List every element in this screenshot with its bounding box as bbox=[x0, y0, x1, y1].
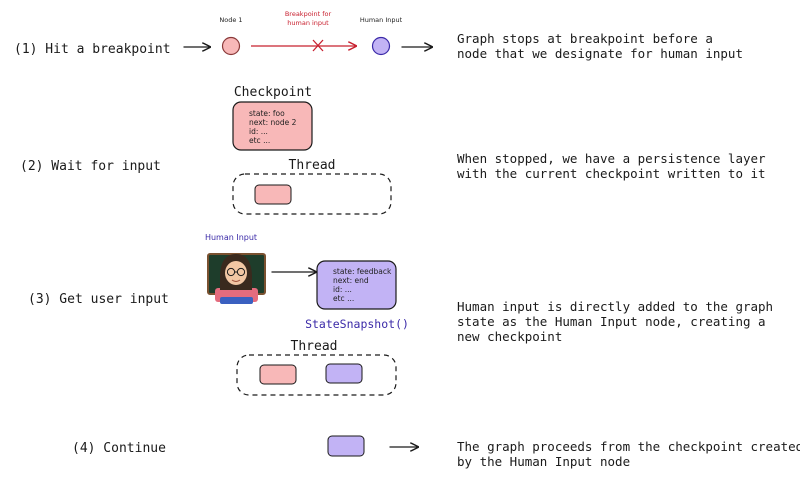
step-2-description: When stopped, we have a persistence laye… bbox=[457, 151, 766, 181]
step-2-description-line: with the current checkpoint written to i… bbox=[457, 166, 766, 181]
human-input-title: Human Input bbox=[205, 233, 257, 242]
thread-container bbox=[232, 173, 392, 215]
node-1-label: Node 1 bbox=[219, 16, 242, 24]
step-1-description: Graph stops at breakpoint before a node … bbox=[457, 31, 743, 61]
checkpoint-title: Checkpoint bbox=[234, 85, 312, 100]
step-1-description-line: Graph stops at breakpoint before a bbox=[457, 31, 713, 46]
thread-human-input-block bbox=[325, 363, 363, 384]
step-4-description: The graph proceeds from the checkpoint c… bbox=[457, 439, 800, 469]
thread-container bbox=[236, 354, 397, 396]
checkpoint-line: state: foo bbox=[249, 109, 285, 118]
step-3-description-line: Human input is directly added to the gra… bbox=[457, 299, 773, 314]
step-4-description-line: by the Human Input node bbox=[457, 454, 630, 469]
step-3-description-line: state as the Human Input node, creating … bbox=[457, 314, 766, 329]
thread-label: Thread bbox=[291, 339, 338, 354]
step-3-description-line: new checkpoint bbox=[457, 329, 562, 344]
step-2-description-line: When stopped, we have a persistence laye… bbox=[457, 151, 766, 166]
human-input-circle bbox=[371, 36, 391, 56]
checkpoint-line: next: node 2 bbox=[249, 118, 297, 127]
thread-checkpoint-block bbox=[259, 364, 297, 385]
step-4-description-line: The graph proceeds from the checkpoint c… bbox=[457, 439, 800, 454]
state-snapshot-line: next: end bbox=[333, 276, 369, 285]
step-1-description-line: node that we designate for human input bbox=[457, 46, 743, 61]
step-3-label: (3) Get user input bbox=[28, 292, 169, 307]
step-2-label: (2) Wait for input bbox=[20, 159, 161, 174]
human-input-node-label: Human Input bbox=[360, 16, 403, 24]
checkpoint-line: etc ... bbox=[249, 136, 270, 145]
breakpoint-label: human input bbox=[287, 19, 329, 27]
state-snapshot-line: id: ... bbox=[333, 285, 352, 294]
thread-label: Thread bbox=[289, 158, 336, 173]
breakpoint-label: Breakpoint for bbox=[285, 10, 332, 18]
human-avatar-icon bbox=[207, 253, 266, 304]
checkpoint-line: id: ... bbox=[249, 127, 268, 136]
checkpoint-box bbox=[232, 101, 313, 151]
node-1-circle bbox=[221, 36, 241, 56]
thread-checkpoint-block bbox=[254, 184, 292, 205]
state-snapshot-line: state: feedback bbox=[333, 267, 392, 276]
breakpoint-x-icon bbox=[312, 39, 324, 52]
resume-checkpoint-block bbox=[327, 435, 365, 457]
state-snapshot-caption: StateSnapshot() bbox=[305, 317, 409, 331]
state-snapshot-box bbox=[316, 260, 397, 310]
state-snapshot-line: etc ... bbox=[333, 294, 354, 303]
step-3-description: Human input is directly added to the gra… bbox=[457, 299, 773, 344]
step-1-label: (1) Hit a breakpoint bbox=[14, 42, 171, 57]
step-4-label: (4) Continue bbox=[72, 441, 166, 456]
